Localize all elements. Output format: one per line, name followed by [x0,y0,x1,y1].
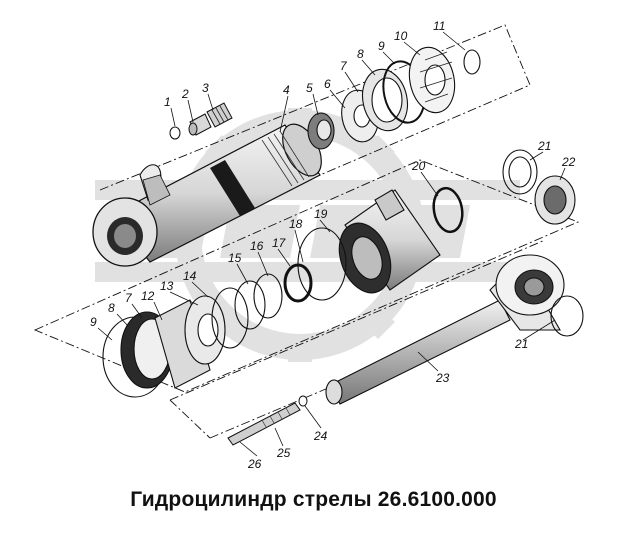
callout-25: 25 [276,446,291,460]
callout-12: 12 [141,289,155,303]
callout-24: 24 [313,429,328,443]
callout-9-lower: 9 [90,315,97,329]
middle-parts [283,149,576,303]
callout-7: 7 [340,59,348,73]
callout-6: 6 [324,77,331,91]
callout-5: 5 [306,81,313,95]
leader-lines [97,31,566,457]
piston-rod [325,254,584,405]
callout-19: 19 [314,207,328,221]
callout-3: 3 [202,81,209,95]
callout-8: 8 [357,47,364,61]
callout-11: 11 [433,19,445,33]
cylinder-barrel [92,123,322,267]
callout-15: 15 [228,251,242,265]
callout-16: 16 [250,239,264,253]
callout-7-lower: 7 [125,291,133,305]
callout-18: 18 [289,217,303,231]
callout-20: 20 [411,159,426,173]
callout-9: 9 [378,39,385,53]
callout-21-top: 21 [537,139,551,153]
callout-10: 10 [394,29,408,43]
fitting-parts [169,102,233,140]
callout-2: 2 [181,87,189,101]
callout-26: 26 [247,457,262,471]
callout-4: 4 [283,83,290,97]
callout-17: 17 [272,236,287,250]
callout-23: 23 [435,371,450,385]
callout-1: 1 [164,95,171,109]
callout-14: 14 [183,269,197,283]
piston-assembly [102,273,283,398]
callout-labels: 1 2 3 4 5 6 7 8 9 10 11 21 22 20 18 19 1… [90,19,576,471]
diagram-title: Гидроцилиндр стрелы 26.6100.000 [130,488,497,511]
grease-fittings [227,395,308,446]
callout-21-lower: 21 [514,337,528,351]
callout-13: 13 [160,279,174,293]
callout-8-lower: 8 [108,301,115,315]
piston-rings-top [307,46,481,150]
callout-22: 22 [561,155,576,169]
